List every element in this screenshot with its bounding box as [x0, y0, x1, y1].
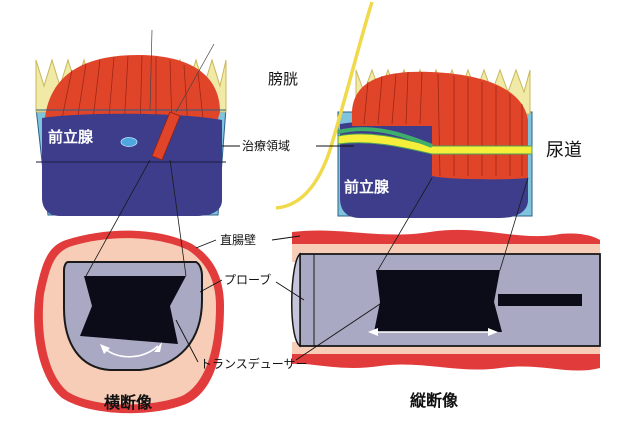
- rectal-wall-leader-right: [271, 235, 301, 241]
- transverse-prostate-section: 前立腺: [35, 29, 227, 216]
- rotation-arrow-left: [103, 345, 159, 358]
- longitudinal-probe-view: [291, 229, 601, 371]
- longitudinal-view-title: 縦断像: [410, 391, 459, 410]
- probe-label: プローブ: [224, 272, 271, 287]
- urethra-band: [337, 133, 533, 155]
- transducer-label: トランスデューサー: [200, 356, 308, 371]
- rotation-arrowhead-left-b: [154, 342, 162, 352]
- bladder-label: 膀胱: [268, 70, 298, 88]
- transducer-leader-right: [295, 303, 381, 361]
- translation-arrowhead-left: [368, 328, 378, 336]
- probe-leader-right: [275, 281, 305, 301]
- transducer-leader-left: [175, 319, 199, 363]
- longitudinal-prostate-section: 前立腺: [275, 1, 533, 218]
- treatment-slice-left: [151, 111, 181, 161]
- urethra-label: 尿道: [546, 140, 582, 161]
- transverse-probe-view: [34, 230, 224, 414]
- rectal-wall-label: 直腸壁: [220, 232, 256, 247]
- rectal-wall-bottom-right: [292, 352, 600, 371]
- probe-leader-left: [199, 279, 223, 293]
- transverse-view-title: 横断像: [104, 393, 153, 412]
- rotation-arrowhead-left-a: [100, 344, 110, 354]
- prostate-label-right: 前立腺: [344, 178, 390, 196]
- muscle-striations-right: [363, 71, 523, 177]
- transducer-right: [374, 270, 502, 332]
- annotations: 膀胱 治療領域 尿道 直腸壁 プローブ トランスデューサー 横断像 縦断像: [104, 70, 582, 412]
- projection-lines: [85, 159, 529, 277]
- transducer-shaft-right: [498, 294, 582, 306]
- treatment-area-label: 治療領域: [242, 138, 290, 153]
- rectal-wall-leader-left: [195, 239, 217, 249]
- muscle-dome-left: [44, 55, 220, 132]
- probe-cap-right: [291, 252, 301, 348]
- transducer-left: [80, 276, 186, 344]
- urethra-dot-left: [120, 137, 138, 147]
- urethra-green-line: [337, 127, 433, 148]
- urethra-curve: [275, 1, 374, 210]
- prostate-label-left: 前立腺: [48, 128, 94, 146]
- prostate-left: [42, 113, 222, 216]
- translation-arrowhead-right: [488, 328, 498, 336]
